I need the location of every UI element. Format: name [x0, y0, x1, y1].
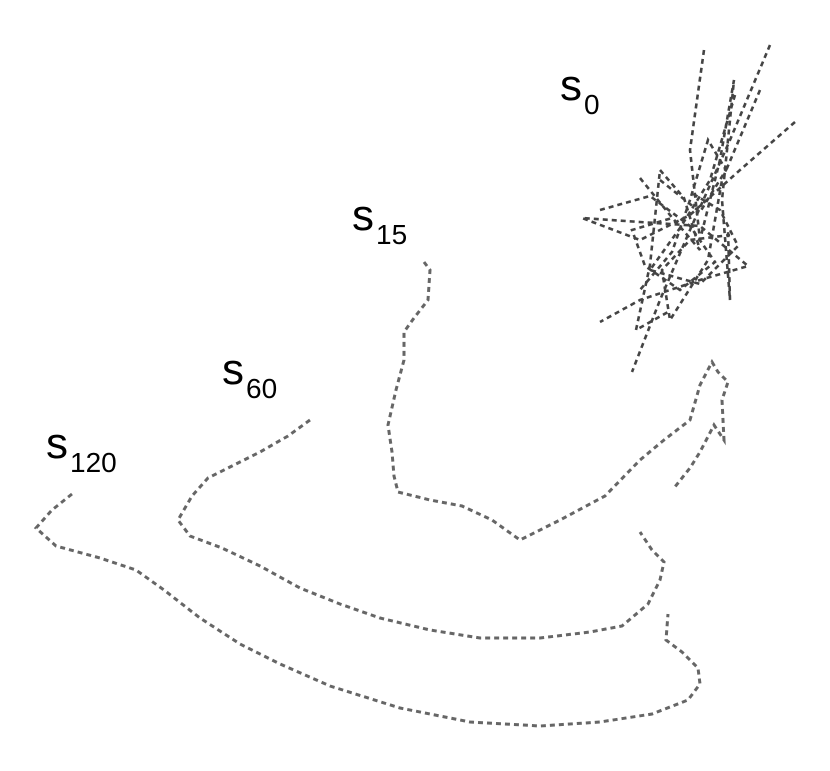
label-s60-main: s	[222, 345, 244, 394]
label-s60-sub: 60	[246, 373, 278, 404]
label-s15-sub: 15	[376, 219, 408, 250]
s15-trajectory	[386, 261, 730, 542]
label-s0-sub: 0	[584, 89, 600, 120]
label-s120: s120	[46, 419, 117, 477]
label-s120-sub: 120	[70, 447, 117, 478]
label-s60: s60	[222, 345, 277, 403]
s120-trajectory	[33, 492, 702, 728]
s0-tangle	[581, 44, 796, 373]
label-s15-main: s	[352, 191, 374, 240]
label-s120-main: s	[46, 419, 68, 468]
s60-trajectory	[176, 418, 666, 640]
label-s15: s15	[352, 191, 407, 249]
label-s0-main: s	[560, 61, 582, 110]
label-s0: s0	[560, 61, 600, 119]
